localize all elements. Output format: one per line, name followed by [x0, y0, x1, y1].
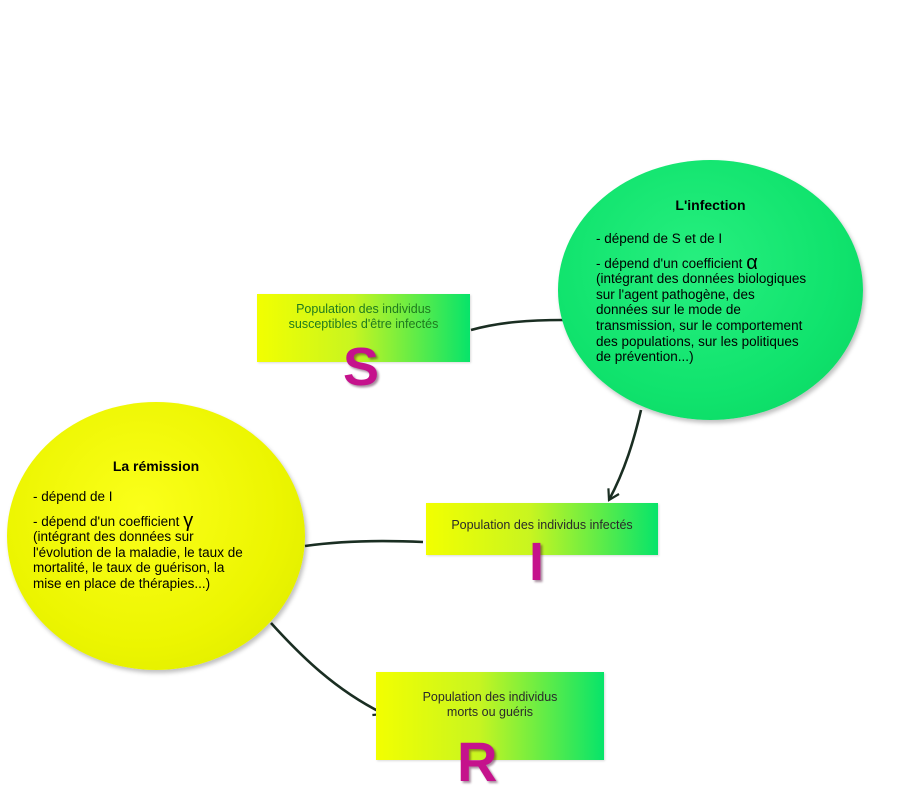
- node-r-label: Population des individus morts ou guéris: [423, 690, 558, 720]
- remission-point-1: - dépend de I: [33, 489, 113, 504]
- remission-point-2-text: - dépend d'un coefficient: [33, 513, 180, 529]
- arrow-infection-to-i: [607, 409, 643, 502]
- gamma-symbol: γ: [183, 509, 194, 532]
- remission-title: La rémission: [112, 458, 200, 474]
- node-s-letter: S: [343, 337, 380, 397]
- remission-body: - dépend de I - dépend d'un coefficient …: [33, 489, 295, 592]
- remission-ellipse: La rémission - dépend de I - dépend d'un…: [7, 402, 305, 670]
- infection-detail-line: des populations, sur les politiques: [596, 333, 799, 349]
- node-s-label-line2: susceptibles d'être infectés: [288, 317, 439, 331]
- remission-point-2: - dépend d'un coefficient γ: [33, 511, 295, 531]
- node-r-box: Population des individus morts ou guéris: [376, 672, 604, 760]
- infection-body: - dépend de S et de I - dépend d'un coef…: [596, 231, 851, 365]
- infection-detail-line: transmission, sur le comportement: [596, 317, 803, 333]
- alpha-symbol: α: [746, 251, 758, 274]
- remission-detail-line: (intégrant des données sur: [33, 529, 194, 545]
- node-s-box: Population des individus susceptibles d'…: [257, 294, 470, 362]
- arrow-remission-to-r: [270, 622, 386, 717]
- node-r-letter: R: [457, 730, 498, 793]
- infection-ellipse: L'infection - dépend de S et de I - dépe…: [558, 160, 863, 420]
- infection-detail-line: sur l'agent pathogène, des: [596, 286, 755, 302]
- node-i-label: Population des individus infectés: [451, 517, 633, 532]
- node-s-label: Population des individus susceptibles d'…: [289, 302, 439, 332]
- infection-detail-line: données sur le mode de: [596, 302, 741, 318]
- node-s-label-line1: Population des individus: [296, 302, 431, 316]
- remission-detail-line: l'évolution de la maladie, le taux de: [33, 544, 243, 560]
- infection-point-1: - dépend de S et de I: [596, 231, 723, 246]
- node-r-label-line2: morts ou guéris: [446, 705, 534, 719]
- remission-detail-line: mortalité, le taux de guérison, la: [33, 560, 225, 576]
- infection-point-2-text: - dépend d'un coefficient: [596, 255, 743, 271]
- connector-i-to-remission: [304, 539, 424, 548]
- remission-detail-line: mise en place de thérapies...): [33, 575, 211, 591]
- connector-s-to-infection: [470, 318, 564, 332]
- infection-title: L'infection: [675, 197, 746, 213]
- infection-detail-line: de prévention...): [596, 349, 694, 365]
- node-r-label-line1: Population des individus: [422, 690, 558, 704]
- infection-point-2: - dépend d'un coefficient α: [596, 253, 851, 273]
- node-i-box: Population des individus infectés: [426, 503, 658, 555]
- node-i-letter: I: [529, 532, 545, 592]
- infection-detail-line: (intégrant des données biologiques: [596, 271, 807, 287]
